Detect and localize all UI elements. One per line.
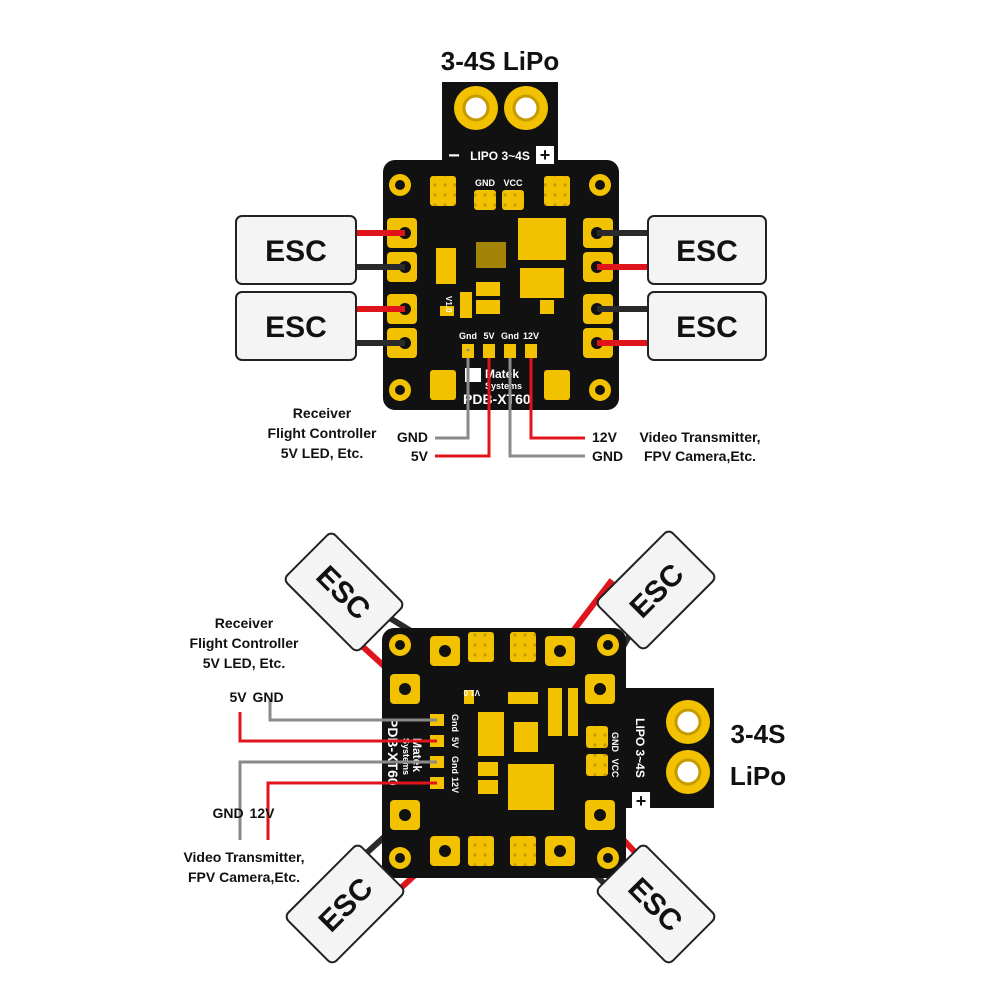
bottom-components bbox=[464, 688, 578, 810]
bottom-esc-top-right: ESC bbox=[596, 530, 716, 650]
top-brand-sub: Systems bbox=[485, 381, 522, 391]
bottom-brand-sub: Systems bbox=[401, 738, 411, 775]
svg-text:ESC: ESC bbox=[676, 235, 738, 268]
top-pad-gnd-label: GND bbox=[475, 178, 496, 188]
bottom-pin-gnd2: Gnd bbox=[450, 756, 460, 774]
top-battery-terminal-negative bbox=[454, 86, 498, 130]
top-pad bbox=[544, 176, 570, 206]
top-right-note-1: Video Transmitter, bbox=[639, 429, 760, 445]
top-right-wire-gnd: GND bbox=[592, 448, 623, 464]
top-version-label: V1.0 bbox=[444, 296, 453, 313]
bottom-output-wires bbox=[238, 700, 437, 840]
top-pad-gnd bbox=[474, 190, 496, 210]
top-model: PDB-XT60 bbox=[463, 391, 531, 407]
top-esc-right-2: ESC bbox=[647, 291, 767, 361]
svg-text:ESC: ESC bbox=[265, 235, 327, 268]
svg-text:ESC: ESC bbox=[265, 311, 327, 344]
bottom-lipo-marking: LIPO 3~4S bbox=[633, 718, 647, 778]
bottom-edge-pads bbox=[468, 632, 608, 866]
bottom-bottom-note-2: FPV Camera,Etc. bbox=[188, 869, 300, 885]
top-right-wire-12v: 12V bbox=[592, 429, 618, 445]
bottom-version-label: V1.0 bbox=[463, 688, 480, 697]
top-lipo-marking: LIPO 3~4S bbox=[470, 149, 530, 163]
bottom-esc-bottom-right: ESC bbox=[596, 844, 716, 964]
bottom-model: PDB-XT60 bbox=[385, 718, 401, 786]
top-pin-12v: 12V bbox=[523, 331, 539, 341]
bottom-top-note-3: 5V LED, Etc. bbox=[203, 655, 285, 671]
top-pin-5v: 5V bbox=[483, 331, 494, 341]
bottom-brand: Matek bbox=[410, 738, 424, 772]
bottom-pad-vcc-label: VCC bbox=[610, 758, 620, 778]
bottom-bottom-wire-gnd: GND bbox=[212, 805, 243, 821]
bottom-battery-label-2: LiPo bbox=[730, 761, 786, 791]
top-right-note-2: FPV Camera,Etc. bbox=[644, 448, 756, 464]
top-left-wire-5v: 5V bbox=[411, 448, 429, 464]
top-pad-vcc bbox=[502, 190, 524, 210]
top-left-wire-gnd: GND bbox=[397, 429, 428, 445]
top-pad bbox=[430, 176, 456, 206]
bottom-top-wire-5v: 5V bbox=[229, 689, 247, 705]
top-pad-vcc-label: VCC bbox=[503, 178, 523, 188]
bottom-battery-label-1: 3-4S bbox=[731, 719, 786, 749]
bottom-esc-top-left: ESC bbox=[284, 532, 404, 652]
top-pin-gnd2: Gnd bbox=[501, 331, 519, 341]
top-diagram: 3-4S LiPo − LIPO 3~4S + GND VCC bbox=[235, 46, 767, 464]
bottom-plus-symbol: + bbox=[636, 791, 647, 811]
bottom-esc-bottom-left: ESC bbox=[285, 844, 405, 964]
top-left-note-1: Receiver bbox=[293, 405, 352, 421]
svg-text:ESC: ESC bbox=[676, 311, 738, 344]
top-left-note-2: Flight Controller bbox=[268, 425, 377, 441]
top-battery-label: 3-4S LiPo bbox=[441, 46, 559, 76]
top-esc-wires bbox=[356, 230, 648, 346]
bottom-pin-5v: 5V bbox=[450, 737, 460, 748]
bottom-pad-gnd-label: GND bbox=[610, 732, 620, 753]
bottom-top-wire-gnd: GND bbox=[252, 689, 283, 705]
bottom-top-note-2: Flight Controller bbox=[190, 635, 299, 651]
top-esc-left-2: ESC bbox=[235, 291, 357, 361]
top-left-note-3: 5V LED, Etc. bbox=[281, 445, 363, 461]
bottom-pin-gnd1: Gnd bbox=[450, 714, 460, 732]
bottom-battery-terminal-positive bbox=[666, 750, 710, 794]
bottom-battery-terminal-negative bbox=[666, 700, 710, 744]
top-pin-gnd1: Gnd bbox=[459, 331, 477, 341]
bottom-bottom-wire-12v: 12V bbox=[250, 805, 276, 821]
bottom-bottom-note-1: Video Transmitter, bbox=[183, 849, 304, 865]
top-esc-right-1: ESC bbox=[647, 215, 767, 285]
top-battery-terminal-positive bbox=[504, 86, 548, 130]
bottom-diagram: LIPO 3~4S + GND VCC bbox=[183, 530, 786, 964]
top-minus-symbol: − bbox=[448, 145, 460, 167]
bottom-pin-12v: 12V bbox=[450, 777, 460, 793]
bottom-top-note-1: Receiver bbox=[215, 615, 274, 631]
top-plus-symbol: + bbox=[540, 145, 551, 165]
top-output-wires bbox=[435, 349, 585, 458]
top-esc-left-1: ESC bbox=[235, 215, 357, 285]
top-plus-box bbox=[536, 146, 554, 164]
top-components bbox=[430, 218, 570, 400]
